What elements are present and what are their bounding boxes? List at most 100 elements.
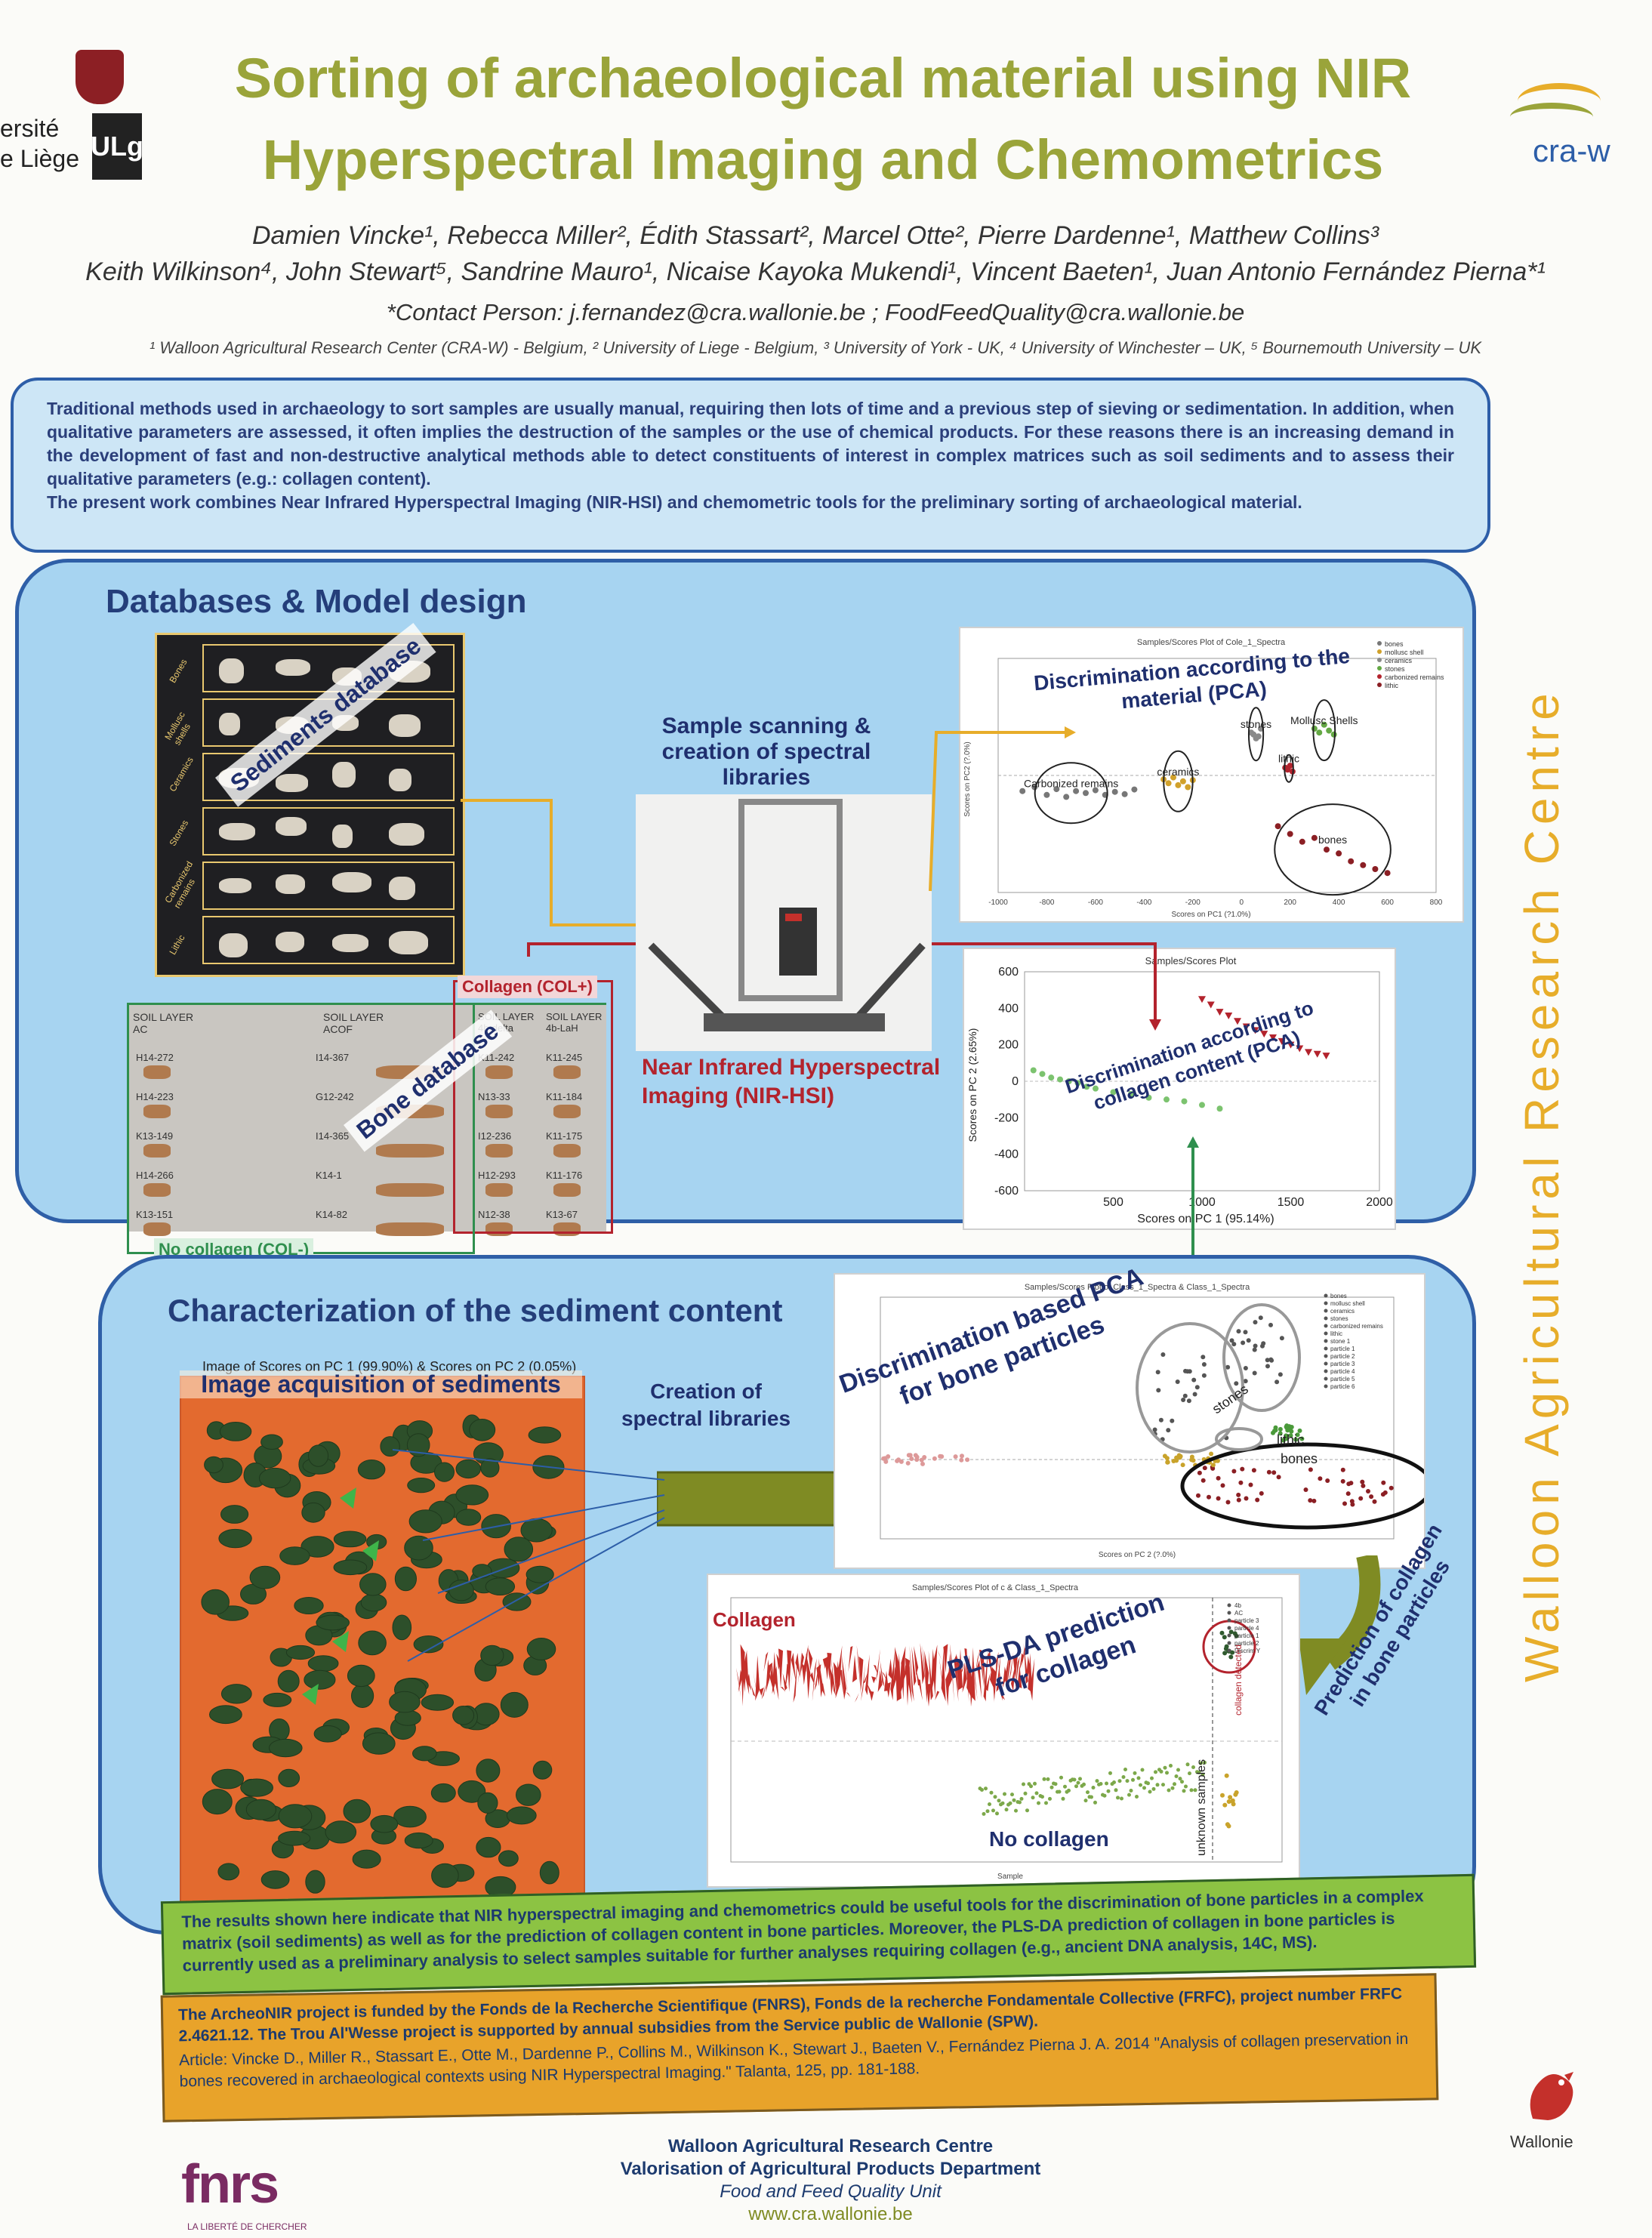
collagen-point — [1251, 1027, 1259, 1034]
no-collagen-point — [1199, 1102, 1205, 1108]
no-collagen-point — [1159, 1769, 1163, 1774]
sediment-particle — [406, 1433, 430, 1457]
no-collagen-point — [1086, 1790, 1090, 1795]
sediment-particle — [421, 1694, 455, 1711]
no-collagen-point — [1082, 1782, 1086, 1786]
data-point — [1276, 1475, 1281, 1480]
data-point — [1273, 1428, 1278, 1433]
bone-sample-id: H14-272 — [136, 1052, 174, 1063]
sediment-particle — [325, 1820, 357, 1844]
data-point — [1278, 1426, 1283, 1432]
unknown-samples-label: unknown samples — [1195, 1759, 1208, 1856]
data-point — [1274, 1379, 1280, 1385]
legend-label: particle 1 — [1234, 1632, 1259, 1639]
data-point — [1372, 866, 1379, 872]
title-line-2: Hyperspectral Imaging and Chemometrics — [262, 128, 1384, 191]
data-point — [1316, 729, 1323, 736]
collagen-point — [1006, 1656, 1012, 1690]
ulg-logo-text-bottom: e Liège — [0, 145, 79, 172]
soil-layer-4b-lah: SOIL LAYER 4b-LaH — [546, 1011, 603, 1034]
data-point — [959, 1457, 964, 1463]
x-tick: -600 — [1088, 899, 1103, 907]
collagen-point — [778, 1648, 783, 1689]
sediment-particle — [313, 1725, 342, 1743]
no-collagen-point — [1004, 1808, 1009, 1812]
data-point — [1268, 1322, 1273, 1327]
collagen-point — [806, 1652, 811, 1700]
no-collagen-point — [1108, 1771, 1112, 1775]
data-point — [1366, 1489, 1370, 1494]
no-collagen-point — [1048, 1074, 1055, 1081]
bone-sample-id: N13-33 — [478, 1091, 510, 1102]
sediment-particle — [392, 1614, 412, 1641]
legend-marker — [1227, 1641, 1231, 1645]
legend-label: ceramics — [1330, 1308, 1355, 1315]
sediment-particle — [455, 1459, 481, 1479]
no-collagen-point — [1067, 1788, 1071, 1793]
section-databases-title: Databases & Model design — [106, 583, 527, 620]
no-collagen-point — [1057, 1076, 1063, 1083]
collagen-point — [1322, 1053, 1330, 1060]
collagen-point — [932, 1645, 938, 1698]
sediment-sample — [389, 714, 421, 738]
collagen-point — [988, 1651, 993, 1678]
data-point — [1369, 1494, 1374, 1500]
no-collagen-point — [1181, 1098, 1188, 1105]
sediment-particle — [394, 1566, 417, 1592]
collagen-point — [911, 1646, 917, 1686]
sediment-particle — [525, 1565, 554, 1583]
sediment-particle — [480, 1645, 504, 1666]
sediment-row-label: Carbonized remains — [162, 859, 197, 911]
sediment-particle — [407, 1478, 436, 1494]
collagen-point — [875, 1648, 880, 1682]
legend-marker — [1377, 666, 1382, 670]
collagen-point — [898, 1663, 904, 1698]
data-point — [1321, 721, 1327, 728]
no-collagen-point — [1072, 1777, 1077, 1782]
collagen-point — [1269, 1034, 1277, 1041]
ulg-logo-text-top: ersité — [0, 115, 60, 142]
sediment-particle — [305, 1870, 325, 1894]
collagen-point — [877, 1669, 883, 1692]
no-collagen-point — [1163, 1765, 1167, 1770]
data-point — [1243, 1379, 1248, 1384]
legend-marker — [1324, 1346, 1328, 1351]
legend-label: carbonized remains — [1385, 674, 1444, 681]
no-collagen-point — [1037, 1801, 1040, 1805]
legend-label: particle 2 — [1330, 1353, 1355, 1360]
group-label: stones — [1241, 718, 1271, 730]
bone-fragment — [143, 1105, 171, 1118]
group-label: lithic — [1277, 1432, 1304, 1447]
no-collagen-point — [1031, 1796, 1035, 1800]
y-tick: -400 — [994, 1148, 1019, 1161]
data-point — [1268, 1357, 1274, 1362]
collagen-point — [991, 1666, 997, 1701]
sediment-row-label: Bones — [167, 657, 190, 685]
sediment-sample — [276, 874, 306, 894]
no-collagen-point — [1106, 1789, 1111, 1793]
collagen-point — [750, 1684, 756, 1697]
sediment-particle — [360, 1593, 387, 1612]
collagen-point — [998, 1658, 1003, 1701]
no-collagen-point — [1165, 1771, 1169, 1775]
no-collagen-point — [1127, 1793, 1131, 1797]
data-point — [1303, 1487, 1308, 1492]
data-point — [1278, 1431, 1283, 1436]
no-collagen-point — [1046, 1777, 1050, 1781]
bone-fragment — [553, 1105, 581, 1118]
legend-marker — [1227, 1603, 1231, 1608]
legend-marker — [1324, 1301, 1328, 1306]
sediment-particle — [472, 1564, 492, 1579]
legend-label: ceramics — [1385, 657, 1413, 664]
collagen-point — [854, 1693, 859, 1703]
sediment-particle — [202, 1789, 233, 1815]
data-point — [965, 1457, 970, 1463]
sediment-particle — [308, 1444, 329, 1467]
plsda-svg: Samples/Scores Plot of c & Class_1_Spect… — [730, 1583, 1283, 1881]
footer-line-1: Walloon Agricultural Research Centre — [667, 2136, 994, 2156]
sediment-particle — [486, 1558, 520, 1579]
legend-marker — [1227, 1618, 1231, 1623]
sediment-particle — [469, 1419, 496, 1441]
